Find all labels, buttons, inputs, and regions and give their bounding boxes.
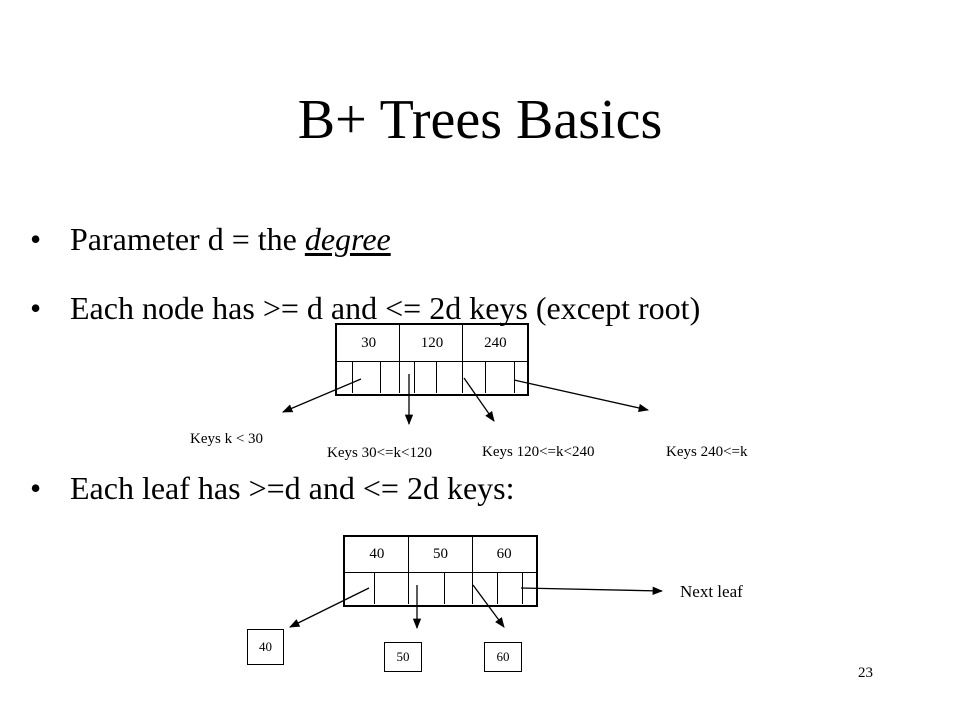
leaf-node: 40 50 60 xyxy=(343,535,538,607)
arrow-leaf-40 xyxy=(289,587,370,628)
arrow-keys-120-240 xyxy=(463,377,495,422)
bullet-node-keys: •Each node has >= d and <= 2d keys (exce… xyxy=(30,290,701,326)
bullet-leaf-keys: •Each leaf has >=d and <= 2d keys: xyxy=(30,470,515,506)
arrow-keys-lt-30 xyxy=(282,378,362,413)
leaf-child-box: 50 xyxy=(384,642,422,672)
arrow-next-leaf xyxy=(520,586,664,595)
internal-key: 240 xyxy=(484,335,507,351)
arrow-leaf-60 xyxy=(472,584,505,628)
range-label: Keys 120<=k<240 xyxy=(482,444,595,460)
leaf-key: 60 xyxy=(496,546,512,562)
leaf-key: 50 xyxy=(433,546,448,562)
degree-term: degree xyxy=(304,221,391,257)
slide-title: B+ Trees Basics xyxy=(297,89,663,151)
next-leaf-label: Next leaf xyxy=(680,582,743,601)
leaf-key: 40 xyxy=(369,546,385,562)
bullet-degree-text: Parameter d = the xyxy=(70,221,305,257)
bullet-node-keys-text: Each node has >= d and <= 2d keys (excep… xyxy=(70,290,701,326)
range-label: Keys 30<=k<120 xyxy=(327,445,432,461)
bullet-leaf-keys-text: Each leaf has >=d and <= 2d keys: xyxy=(70,470,515,506)
leaf-child-box: 40 xyxy=(247,629,284,665)
range-label: Keys k < 30 xyxy=(190,431,264,447)
internal-key: 30 xyxy=(361,335,377,351)
page-number: 23 xyxy=(858,665,873,681)
range-label: Keys 240<=k xyxy=(666,444,748,460)
internal-node: 30 120 240 xyxy=(335,323,529,396)
internal-key: 120 xyxy=(420,335,444,351)
leaf-child-box: 60 xyxy=(484,642,522,672)
bullet-degree: •Parameter d = the degree xyxy=(30,221,391,257)
arrow-keys-ge-240 xyxy=(513,379,650,413)
